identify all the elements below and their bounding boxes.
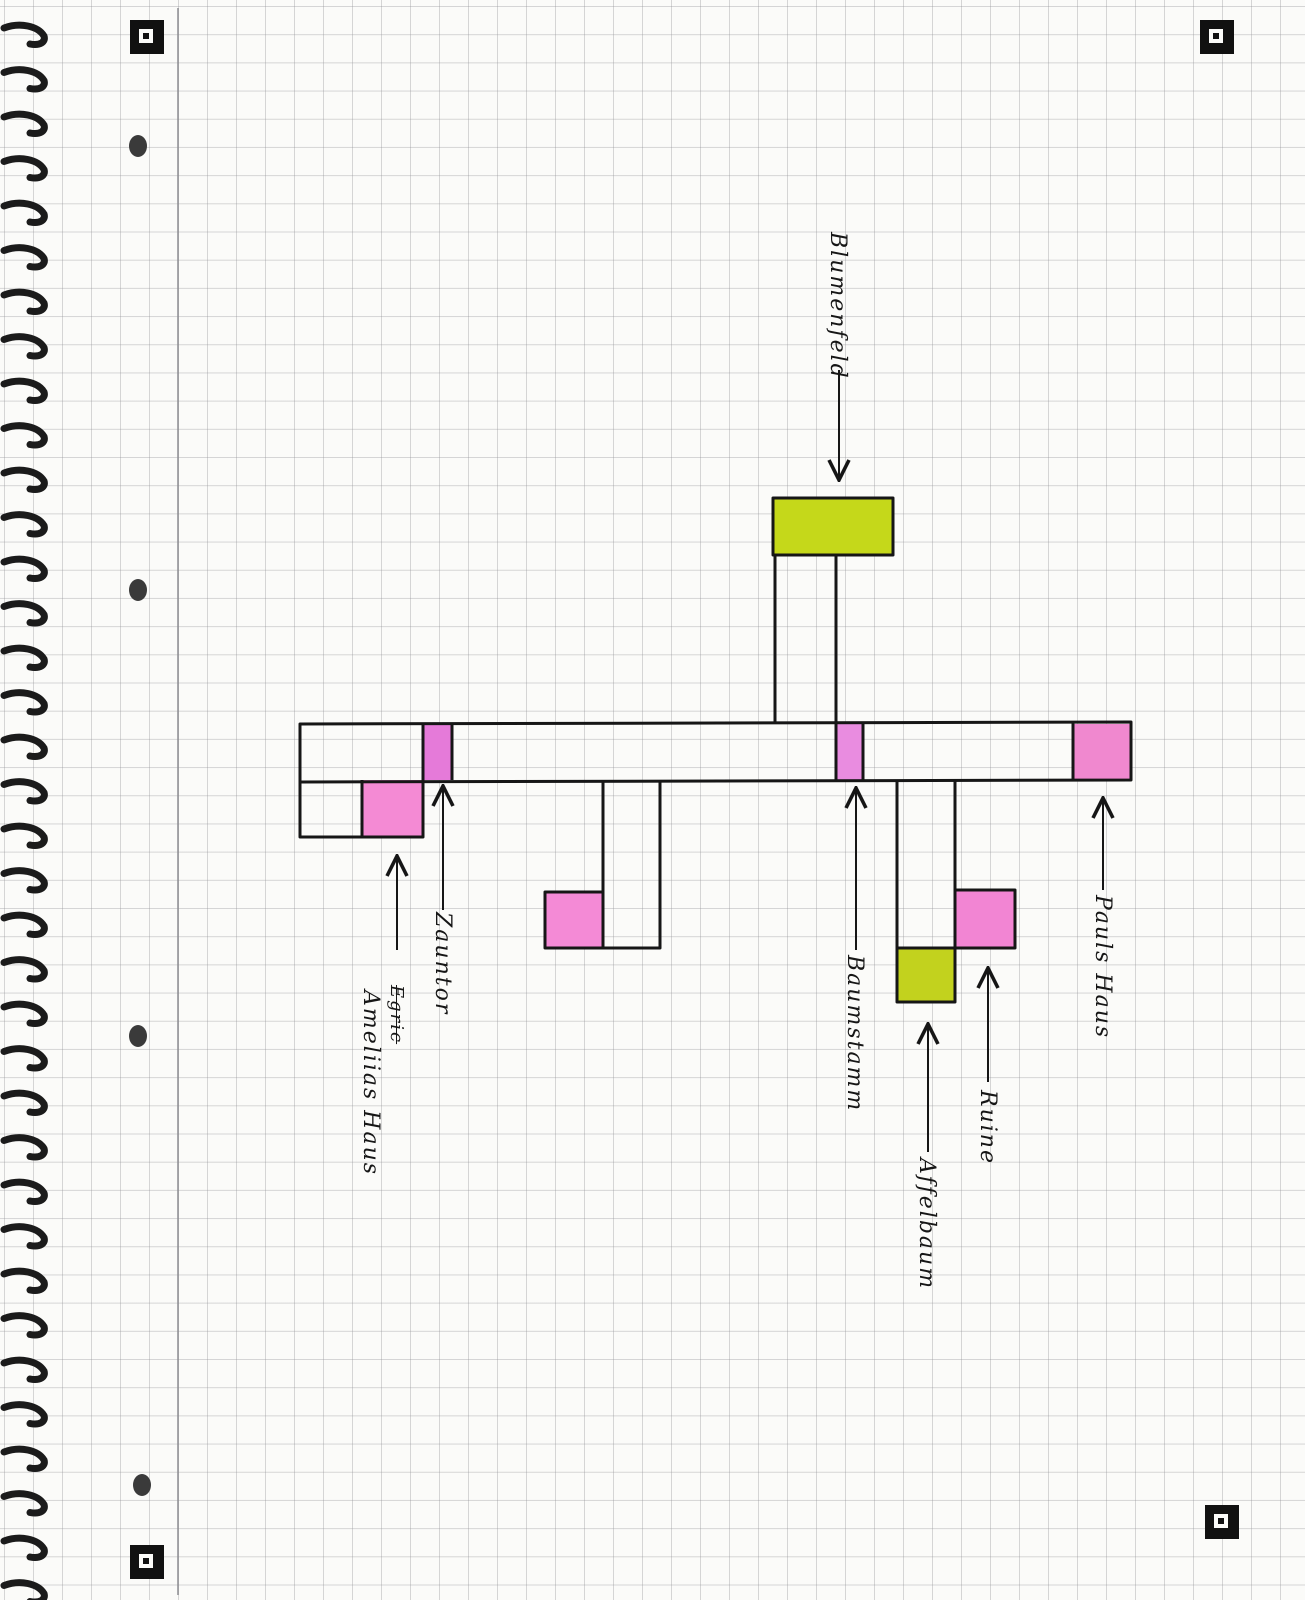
spiral-ring [0, 911, 48, 938]
spiral-ring [0, 466, 48, 493]
spiral-ring [0, 956, 48, 983]
spiral-ring [0, 110, 48, 137]
spiral-ring [0, 1579, 48, 1600]
spiral-ring [0, 1490, 48, 1517]
spiral-ring [0, 867, 48, 894]
spiral-ring [0, 1223, 48, 1250]
colored-cells [362, 498, 1131, 1002]
spiral-ring [0, 1178, 48, 1205]
spiral-ring [0, 1312, 48, 1339]
spiral-ring [0, 1267, 48, 1294]
spiral-ring [0, 1089, 48, 1116]
spiral-ring [0, 288, 48, 315]
spiral-ring [0, 1000, 48, 1027]
spiral-ring [0, 555, 48, 582]
label-crossed-word: Egric [386, 985, 407, 1045]
spiral-ring [0, 333, 48, 360]
spiral-ring [0, 1045, 48, 1072]
label-ameliias-haus: Ameliias Haus [358, 990, 383, 1177]
spiral-ring [0, 644, 48, 671]
spiral-ring [0, 689, 48, 716]
spiral-ring [0, 199, 48, 226]
spiral-ring [0, 422, 48, 449]
spiral-ring [0, 1356, 48, 1383]
spiral-ring [0, 1534, 48, 1561]
affelbaum-cell [897, 948, 955, 1002]
zauntor-cell [423, 724, 452, 780]
label-pauls-haus: Pauls Haus [1090, 895, 1115, 1040]
label-zauntor: Zauntor [430, 912, 455, 1016]
pauls-haus-cell [1073, 724, 1131, 780]
corner-marker-icon [1205, 1505, 1239, 1539]
spiral-ring [0, 244, 48, 271]
spiral-ring [0, 511, 48, 538]
spiral-ring [0, 822, 48, 849]
punch-hole-icon [129, 135, 151, 1496]
corner-marker-icon [130, 1545, 164, 1579]
spiral-ring [0, 1401, 48, 1428]
baumstamm-cell [836, 724, 863, 780]
ameliias-haus-cell [362, 780, 423, 837]
label-baumstamm: Baumstamm [842, 955, 867, 1113]
corner-marker-icon [130, 20, 164, 54]
blumenfeld-cell [773, 498, 893, 555]
label-ruine: Ruine [975, 1090, 1000, 1165]
spiral-ring [0, 778, 48, 805]
corner-marker-icon [1200, 20, 1234, 54]
ruine-cell [955, 890, 1015, 948]
label-affelbaum: Affelbaum [914, 1158, 939, 1291]
spiral-ring [0, 66, 48, 93]
map-paths [298, 496, 1133, 1004]
main-street [298, 720, 1133, 784]
south-house-cell [545, 892, 604, 949]
spiral-ring [0, 600, 48, 627]
blumenfeld-box [771, 496, 895, 557]
spiral-ring [0, 377, 48, 404]
spiral-ring [0, 1134, 48, 1161]
label-blumenfeld: Blumenfeld [825, 232, 850, 380]
spiral-ring [0, 21, 48, 48]
spiral-binding-icon [0, 21, 48, 1600]
spiral-ring [0, 1445, 48, 1472]
annotation-arrows [397, 370, 1103, 1152]
spiral-ring [0, 733, 48, 760]
spiral-ring [0, 155, 48, 182]
